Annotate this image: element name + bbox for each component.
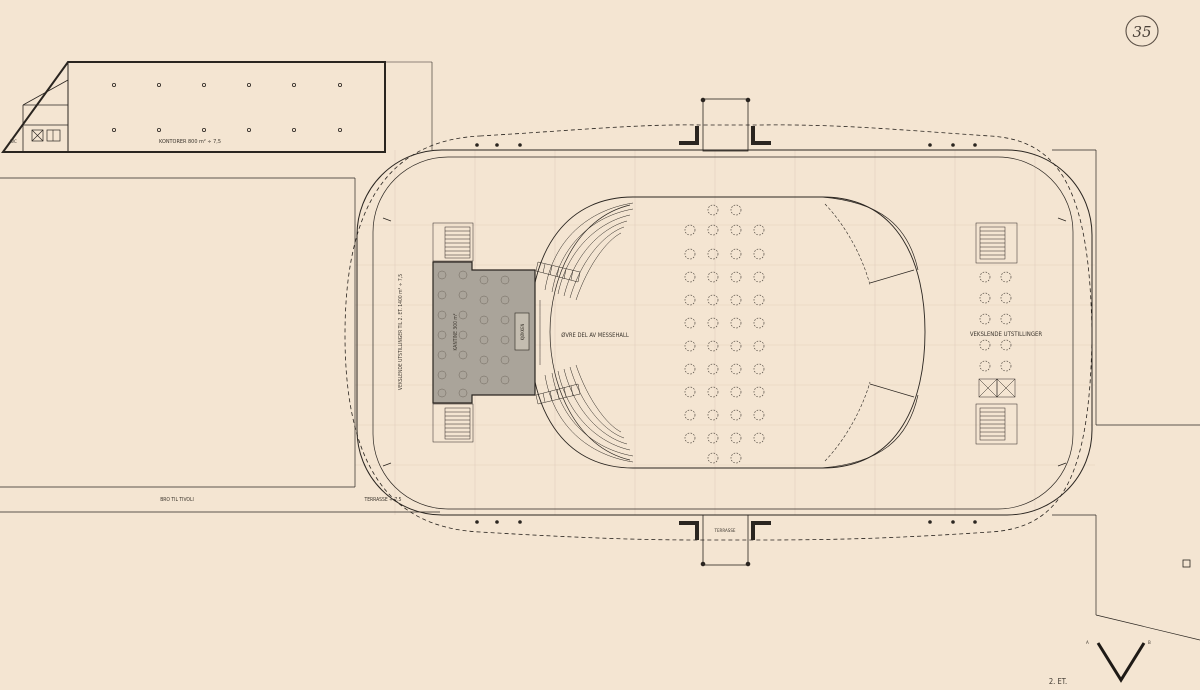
terrasse-west-label: TERRASSE ÷ 7,5 [363,497,401,503]
office-block [1,61,433,153]
right-gallery-circles [979,271,1012,372]
floor-label: 2. ET. [1049,677,1067,686]
stairs-left [432,222,474,443]
arena-circle-grid [684,204,765,464]
bro-til-tivoli-label: BRO TIL TIVOLI [160,497,194,503]
terrasse-south-label: TERRASSE [714,528,736,534]
kantine-block [432,261,536,404]
vekslende-right-label: VEKSLENDE UTSTILLINGER [970,331,1043,338]
hall-outer-wall [356,149,1093,516]
sheet-number-text: 35 [1132,23,1151,41]
vekslende-left-label: VEKSLENDE UTSTILLINGER TIL 2. ET. 1400 m… [398,274,404,390]
property-lines [1052,149,1200,641]
entrance-north [679,97,771,152]
stairs-right [975,222,1018,445]
stair-blocks-arena [535,261,581,405]
compass-letter-a: A [1086,640,1089,646]
wall-columns [475,143,977,524]
kantine-tables [437,270,510,398]
hall-label: ØVRE DEL AV MESSEHALL [561,332,629,339]
sheet-number: 35 [1125,15,1159,47]
wc-label: WC [10,139,17,145]
compass-mark [1096,642,1146,683]
roof-outline-dashed [344,124,1093,541]
arena-seating-tiers [534,202,634,463]
kantine-label: KANTINE 300 m² [453,313,459,350]
kjokken-label: KJØKKEN [520,323,525,340]
wall-ticks [382,217,1067,467]
bridge-outline [0,177,440,513]
compass-letter-b: B [1148,640,1151,646]
kontorer-label: KONTORER 800 m² ÷ 7,5 [159,138,221,145]
arena [529,196,926,469]
office-columns [112,83,342,132]
